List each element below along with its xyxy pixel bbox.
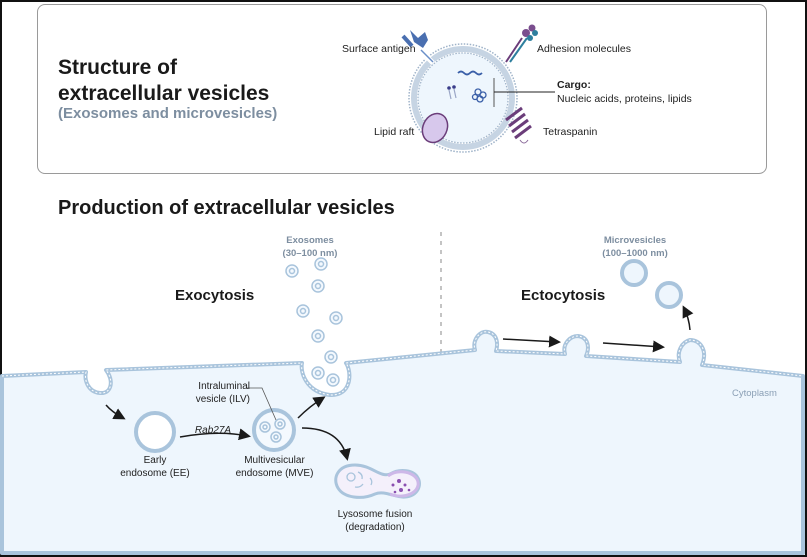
rab27a-label: Rab27A (194, 425, 232, 436)
label-tetraspanin: Tetraspanin (543, 126, 598, 138)
arrow-rab27a (179, 428, 251, 441)
exocytosis-title: Exocytosis (175, 287, 255, 304)
arrow-microvesicle-release (682, 305, 694, 331)
structure-panel (37, 4, 767, 174)
ilv-label: Intraluminal vesicle (ILV) (180, 380, 250, 406)
mve-label-line2: endosome (MVE) (235, 468, 314, 479)
structure-title: Structure of extracellular vesicles (58, 55, 269, 107)
arrow-ectocytosis-1 (502, 335, 561, 348)
exosome (326, 373, 340, 387)
exosome (329, 311, 343, 325)
exosomes-name: Exosomes (286, 235, 334, 246)
production-title: Production of extracellular vesicles (58, 197, 395, 219)
surface-antigen-icon (401, 30, 435, 65)
intraluminal-vesicles (259, 418, 286, 443)
exosome (311, 366, 325, 380)
microvesicles-size-label: Microvesicles (100–1000 nm) (590, 234, 680, 260)
cytoplasm-label: Cytoplasm (732, 388, 777, 399)
nucleic-acid-icon (457, 70, 483, 76)
arrow-ectocytosis-2 (602, 340, 665, 353)
exosomes-size-label: Exosomes (30–100 nm) (270, 234, 350, 260)
exosome (324, 350, 338, 364)
exosome (285, 264, 299, 278)
label-cargo-detail: Nucleic acids, proteins, lipids (557, 93, 692, 105)
lipid-raft-icon (421, 112, 449, 144)
exosome (296, 304, 310, 318)
early-endosome-line2: endosome (EE) (120, 468, 190, 479)
mve-label: Multivesicular endosome (MVE) (222, 454, 327, 480)
tetraspanin-icon (505, 106, 532, 144)
early-endosome (134, 411, 176, 453)
lysosome-fusion (334, 463, 421, 499)
adhesion-molecule-icon (505, 24, 538, 63)
membrane-inner-line (1, 331, 804, 396)
ectocytosis-title: Ectocytosis (521, 287, 606, 304)
multivesicular-endosome (252, 408, 296, 452)
protein-icon (471, 88, 487, 103)
lysosome-label-line2: (degradation) (345, 522, 405, 533)
microvesicle-particles (620, 259, 683, 309)
mve-label-line1: Multivesicular (244, 455, 305, 466)
early-endosome-line1: Early (143, 455, 167, 466)
exosome (311, 329, 325, 343)
microvesicles-name: Microvesicles (603, 235, 667, 246)
microvesicles-size: (100–1000 nm) (602, 248, 668, 259)
microvesicle (655, 281, 683, 309)
lipid-icon (447, 85, 457, 100)
lipid-bilayer (411, 46, 515, 150)
label-surface-antigen: Surface antigen (342, 43, 416, 55)
process-arrows (105, 305, 694, 461)
microvesicle (620, 259, 648, 287)
structure-title-line2: extracellular vesicles (58, 82, 270, 105)
arrow-to-lysosome (301, 427, 351, 461)
exosomes-size: (30–100 nm) (282, 248, 338, 259)
vesicle-structure-illustration (401, 24, 555, 153)
lysosome-fusion-label: Lysosome fusion (degradation) (325, 508, 425, 534)
structure-title-line1: Structure of (58, 56, 178, 79)
exosome (314, 257, 328, 271)
lysosome-label-line1: Lysosome fusion (337, 509, 413, 520)
arrow-mve-to-membrane (297, 396, 326, 419)
early-endosome-label: Early endosome (EE) (110, 454, 200, 480)
ilv-label-line1: Intraluminal (198, 381, 250, 392)
exosome (311, 279, 325, 293)
label-cargo-title: Cargo: (557, 79, 591, 91)
ilv-leader-line (247, 387, 277, 421)
exosome-particles (285, 257, 343, 387)
structure-subtitle: (Exosomes and microvesicles) (58, 105, 278, 122)
label-lipid-raft: Lipid raft (374, 126, 415, 138)
label-adhesion-molecules: Adhesion molecules (537, 43, 631, 55)
ilv-label-line2: vesicle (ILV) (195, 394, 250, 405)
arrow-to-early-endosome (105, 404, 126, 420)
